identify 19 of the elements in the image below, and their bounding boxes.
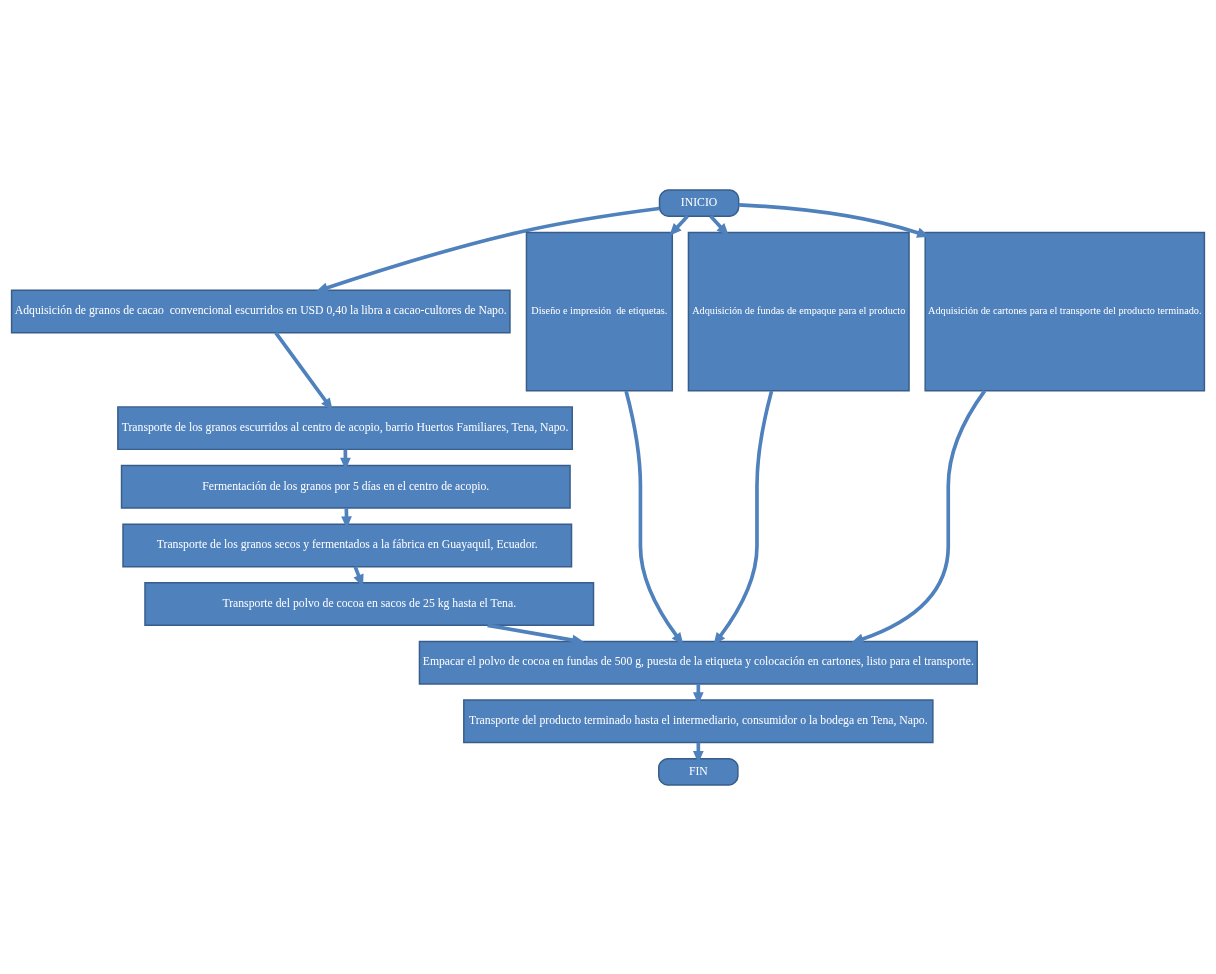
arrow: [851, 389, 987, 644]
node-box: Diseño e impresión de etiquetas.: [525, 231, 674, 391]
arrow: [624, 390, 684, 645]
node-box: Adquisición de fundas de empaque para el producto: [687, 231, 910, 391]
node-box: Transporte del producto terminado hasta el intermediario, consumidor o la bodega en Tena, Napo.: [463, 698, 934, 743]
node-box: Empacar el polvo de cocoa en fundas de 500 g, puesta de la etiqueta y colocación en cartones, listo para el transporte.: [418, 640, 978, 685]
node-box: Adquisición de granos de cacao convencional escurridos en USD 0,40 la libra a cacao-cultores de Napo.: [10, 289, 511, 334]
node-box: Transporte de los granos secos y fermentados a la fábrica en Guayaquil, Ecuador.: [122, 522, 573, 567]
arrow: [315, 206, 660, 293]
node-box: Transporte de los granos escurridos al centro de acopio, barrio Huertos Familiares, Tena, Napo.: [117, 405, 573, 450]
arrow: [669, 214, 689, 236]
arrow: [274, 331, 333, 410]
node-box: INICIO: [658, 188, 740, 217]
node-box: FIN: [658, 757, 739, 786]
node-box: Transporte del polvo de cocoa en sacos de 25 kg hasta el Tena.: [144, 581, 595, 626]
arrow: [709, 214, 729, 236]
node-box: Fermentación de los granos por 5 días en el centro de acopio.: [120, 464, 571, 509]
node-box: Adquisición de cartones para el transporte del producto terminado.: [924, 231, 1206, 391]
arrow: [713, 389, 774, 645]
